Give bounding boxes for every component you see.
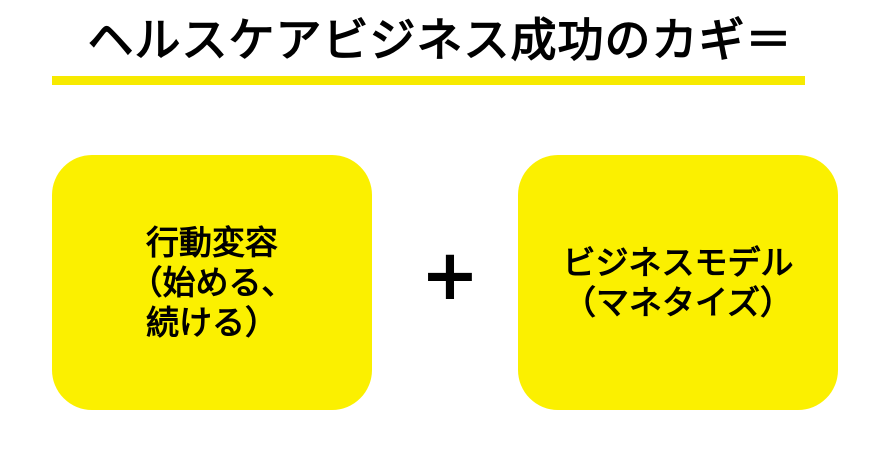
title-underline <box>52 76 805 85</box>
diagram-title: ヘルスケアビジネス成功のカギ＝ <box>87 13 793 67</box>
business-model-label: ビジネスモデル （マネタイズ） <box>562 242 794 322</box>
behavior-change-box: 行動変容 （始める、 続ける） <box>52 155 372 410</box>
plus-sign: + <box>420 234 480 316</box>
behavior-change-label: 行動変容 （始める、 続ける） <box>129 222 295 342</box>
business-model-box: ビジネスモデル （マネタイズ） <box>518 155 838 410</box>
